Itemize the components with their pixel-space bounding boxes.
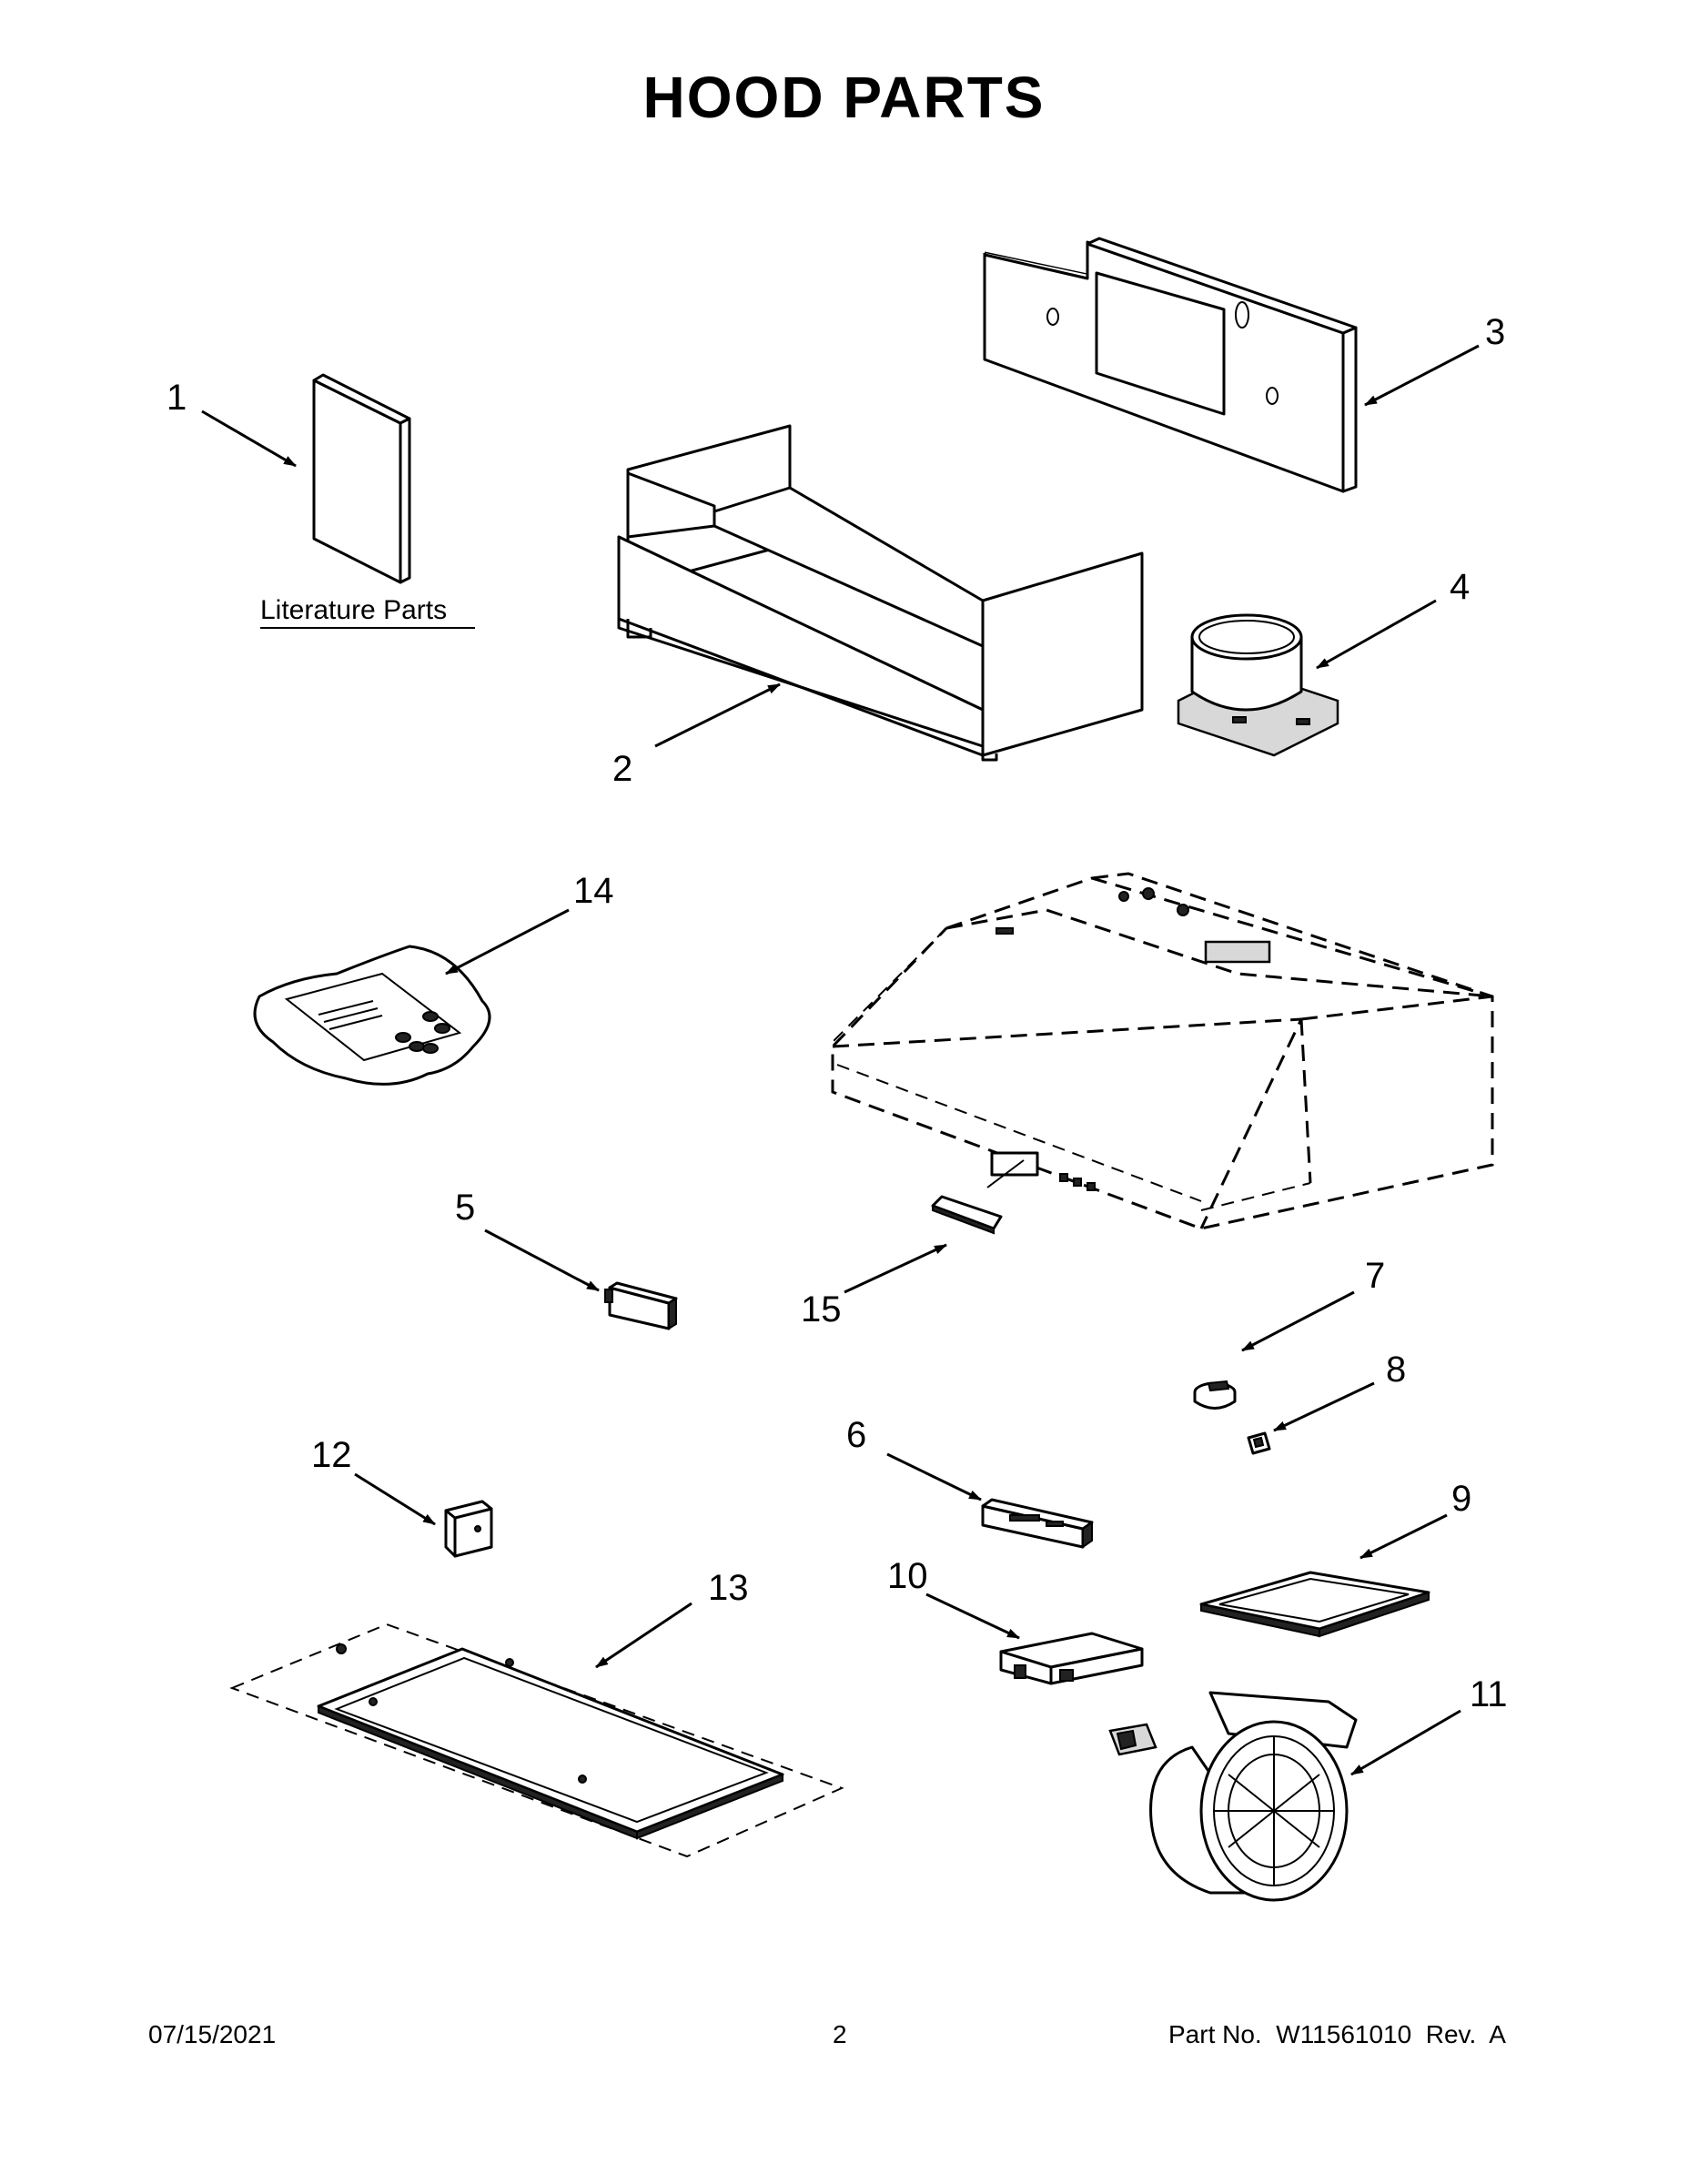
part-2-duct-cover[interactable]: 2	[612, 424, 1144, 789]
part-15-lens[interactable]: 15	[801, 1159, 1025, 1330]
callout-4: 4	[1450, 567, 1470, 607]
part-8-clip[interactable]: 8	[1247, 1350, 1406, 1455]
part-11-blower[interactable]: 11	[1108, 1674, 1508, 1902]
callout-3: 3	[1485, 312, 1505, 352]
callout-8: 8	[1386, 1350, 1406, 1390]
part-6-control-board[interactable]: 6	[846, 1415, 1094, 1549]
part-10-power-board[interactable]: 10	[887, 1556, 1144, 1685]
footer-part-number: Part No. W11561010 Rev. A	[1168, 2020, 1506, 2048]
literature-parts-label: Literature Parts	[260, 595, 447, 625]
part-9-filter[interactable]: 9	[1199, 1479, 1471, 1638]
page-title: HOOD PARTS	[642, 65, 1046, 130]
callout-2: 2	[612, 749, 632, 789]
callout-14: 14	[573, 871, 614, 911]
part-4-damper[interactable]: 4	[1177, 567, 1470, 757]
callout-6: 6	[846, 1415, 866, 1455]
callout-10: 10	[887, 1556, 928, 1596]
footer-page-number: 2	[833, 2020, 847, 2048]
callout-1: 1	[167, 378, 187, 418]
callout-7: 7	[1365, 1256, 1385, 1296]
part-3-back-panel[interactable]: 3	[983, 237, 1505, 493]
callout-11: 11	[1470, 1674, 1508, 1714]
part-12-capacitor[interactable]: 12	[311, 1435, 493, 1558]
part-14-template-bag[interactable]: 14	[253, 871, 614, 1086]
part-1-literature-booklet[interactable]: 1 Literature Parts	[167, 373, 475, 629]
callout-9: 9	[1451, 1479, 1471, 1519]
part-7-knob[interactable]: 7	[1193, 1256, 1385, 1410]
part-5-driver[interactable]: 5	[455, 1188, 678, 1330]
hood-body-outline	[831, 872, 1494, 1230]
callout-13: 13	[708, 1568, 749, 1608]
callout-15: 15	[801, 1289, 842, 1330]
callout-12: 12	[311, 1435, 352, 1475]
footer-date: 07/15/2021	[148, 2020, 277, 2048]
part-13-filter-frame[interactable]: 13	[229, 1568, 844, 1858]
callout-5: 5	[455, 1188, 475, 1228]
